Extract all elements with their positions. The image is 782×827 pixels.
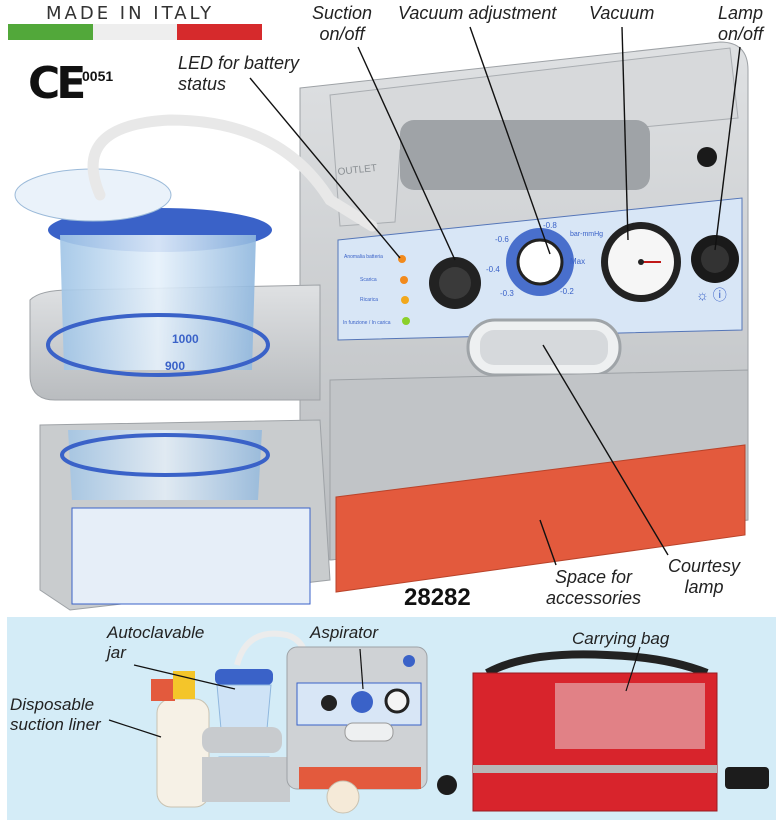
svg-text:-0.3: -0.3 bbox=[500, 289, 514, 298]
label-led-battery-status: LED for battery status bbox=[178, 53, 300, 94]
svg-text:-0.2: -0.2 bbox=[560, 287, 574, 296]
label-suction-onoff: Suction on/off bbox=[312, 3, 373, 44]
label-autoclavable-jar: Autoclavable jar bbox=[107, 623, 205, 662]
label-space-accessories: Space for accessories bbox=[546, 567, 642, 608]
svg-text:1000: 1000 bbox=[172, 332, 199, 346]
ce-number: 0051 bbox=[82, 68, 114, 84]
svg-text:Scarica: Scarica bbox=[360, 277, 377, 283]
label-disposable-liner: Disposable suction liner bbox=[10, 695, 101, 734]
accessories-illustration bbox=[108, 630, 769, 814]
disposable-liner bbox=[156, 698, 210, 808]
led-recharge bbox=[401, 296, 409, 304]
svg-text:-0.4: -0.4 bbox=[486, 265, 500, 274]
svg-text:OUTLET: OUTLET bbox=[337, 163, 377, 178]
svg-text:Ricarica: Ricarica bbox=[360, 297, 378, 303]
label-vacuum: Vacuum bbox=[589, 3, 655, 23]
svg-text:Max: Max bbox=[570, 257, 585, 266]
svg-text:☼ ⓘ: ☼ ⓘ bbox=[696, 287, 727, 303]
italian-flag-bar bbox=[8, 24, 263, 40]
label-lamp-onoff: Lamp on/off bbox=[718, 3, 764, 44]
label-courtesy-lamp: Courtesy lamp bbox=[668, 556, 741, 597]
model-number: 28282 bbox=[404, 584, 471, 611]
handle-opening bbox=[400, 120, 650, 190]
label-vacuum-adjustment: Vacuum adjustment bbox=[398, 3, 557, 23]
made-in-italy: MADE IN ITALY bbox=[46, 3, 215, 24]
svg-text:bar-mmHg: bar-mmHg bbox=[570, 231, 603, 238]
svg-text:-0.8: -0.8 bbox=[543, 221, 557, 230]
svg-text:In funzione / In carica: In funzione / In carica bbox=[343, 320, 391, 326]
accessory-drawer bbox=[335, 444, 746, 593]
instruction-label bbox=[71, 507, 311, 605]
suction-tube bbox=[87, 114, 378, 232]
accessories-strip bbox=[7, 617, 776, 820]
svg-text:Anomalia batteria: Anomalia batteria bbox=[344, 254, 383, 260]
ce-mark: CE bbox=[28, 58, 86, 109]
svg-text:-0.6: -0.6 bbox=[495, 235, 509, 244]
led-charging bbox=[402, 317, 410, 325]
autoclavable-jar bbox=[60, 235, 256, 370]
label-carrying-bag: Carrying bag bbox=[572, 629, 670, 648]
top-power-button bbox=[697, 147, 717, 167]
led-empty bbox=[400, 276, 408, 284]
label-aspirator: Aspirator bbox=[310, 623, 379, 642]
svg-text:900: 900 bbox=[165, 359, 185, 373]
